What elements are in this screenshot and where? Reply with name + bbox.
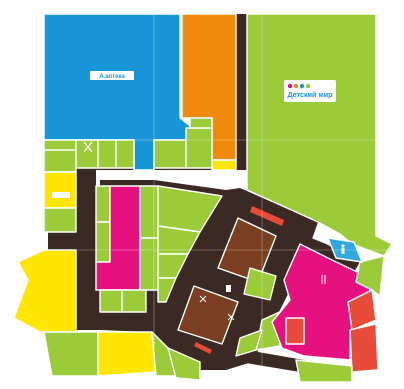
cafe-icon: [321, 275, 326, 284]
red-bar-2: [194, 342, 212, 354]
store-green-7[interactable]: [189, 117, 213, 129]
store-green-3[interactable]: [97, 139, 117, 169]
store-green-mid-8[interactable]: [157, 277, 177, 303]
store-yellow-large[interactable]: [13, 249, 77, 333]
store-green-right-3[interactable]: [243, 267, 277, 301]
small-store-logo: [52, 192, 70, 198]
store-green-4[interactable]: [115, 139, 135, 169]
store-green-mid-3[interactable]: [139, 185, 159, 239]
store-green-left-2[interactable]: [43, 207, 77, 233]
store-green-mid-2[interactable]: [95, 221, 111, 263]
store-yellow-bottom[interactable]: [97, 331, 157, 377]
store-detsky-mir[interactable]: [246, 13, 393, 257]
store-green-low-2[interactable]: [121, 289, 147, 313]
corridor-horizontal: [48, 232, 100, 250]
store-green-bottom-1[interactable]: [43, 331, 99, 377]
apteka-label: А.аптека: [99, 74, 125, 80]
store-green-bottom-right[interactable]: [295, 359, 353, 383]
store-red-2[interactable]: [347, 289, 377, 331]
store-green-left-1[interactable]: [43, 149, 77, 173]
apteka-logo: А.аптека: [90, 71, 134, 80]
store-green-bottom-3[interactable]: [167, 347, 201, 381]
store-brown-2[interactable]: [177, 285, 239, 345]
store-green-right-2[interactable]: [235, 329, 263, 357]
store-yellow-small[interactable]: [211, 159, 237, 171]
store-green-right-edge[interactable]: [355, 255, 385, 297]
store-green-low-1[interactable]: [99, 289, 123, 313]
detsky-mir-label: Детский мир: [287, 90, 333, 99]
store-red-3[interactable]: [349, 323, 379, 373]
tools-icon: [83, 141, 93, 153]
store-green-mid-1[interactable]: [95, 185, 111, 223]
restroom-icon: [341, 244, 345, 254]
detsky-mir-logo: Детский мир: [284, 80, 336, 102]
red-bar-1: [250, 206, 284, 226]
store-green-mid-4[interactable]: [139, 237, 159, 291]
store-green-6[interactable]: [185, 127, 213, 169]
store-restroom[interactable]: [327, 237, 363, 263]
store-red-1[interactable]: [285, 317, 305, 345]
store-green-5[interactable]: [153, 139, 187, 169]
elevator-icon: [199, 295, 235, 321]
store-green-2[interactable]: [75, 139, 99, 169]
store-yellow-left[interactable]: [43, 171, 77, 209]
escalator-icon: [226, 285, 231, 292]
